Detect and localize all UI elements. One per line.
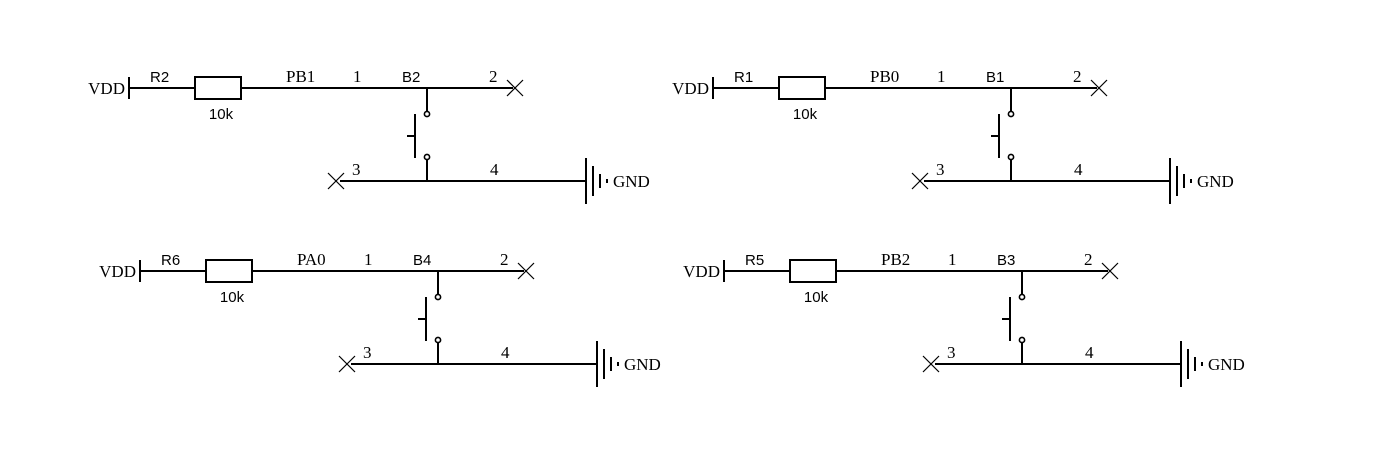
pin-3-label: 3 [352,160,361,179]
net-label: PA0 [297,250,326,269]
pin-2-label: 2 [1073,67,1082,86]
vdd-label: VDD [683,262,720,281]
no-connect-pin-2 [1090,79,1108,97]
resistor-value-label: 10k [804,289,829,306]
switch-contact-top [423,110,431,118]
net-label: PB2 [881,250,910,269]
pin-1-label: 1 [353,67,362,86]
gnd-label: GND [624,355,661,374]
no-connect-pin-3 [338,355,356,373]
resistor-body [789,259,837,283]
resistor-value-label: 10k [220,289,245,306]
no-connect-pin-2 [517,262,535,280]
vdd-label: VDD [99,262,136,281]
pin-1-label: 1 [364,250,373,269]
pin-4-label: 4 [1085,343,1094,362]
no-connect-pin-3 [327,172,345,190]
pin-2-label: 2 [500,250,509,269]
no-connect-pin-3 [911,172,929,190]
switch-contact-bottom [423,153,431,161]
switch-contact-bottom [434,336,442,344]
pin-2-label: 2 [1084,250,1093,269]
pin-1-label: 1 [948,250,957,269]
resistor-body [778,76,826,100]
switch-ref-label: B4 [413,252,431,269]
gnd-label: GND [1208,355,1245,374]
vdd-label: VDD [88,79,125,98]
switch-contact-top [1018,293,1026,301]
gnd-label: GND [1197,172,1234,191]
pin-2-label: 2 [489,67,498,86]
resistor-ref-label: R6 [161,252,180,269]
no-connect-pin-2 [1101,262,1119,280]
pin-4-label: 4 [1074,160,1083,179]
pin-1-label: 1 [937,67,946,86]
resistor-value-label: 10k [209,106,234,123]
pin-3-label: 3 [947,343,956,362]
switch-ref-label: B1 [986,69,1004,86]
vdd-label: VDD [672,79,709,98]
no-connect-pin-3 [922,355,940,373]
resistor-body [205,259,253,283]
resistor-ref-label: R2 [150,69,169,86]
resistor-value-label: 10k [793,106,818,123]
pin-4-label: 4 [501,343,510,362]
switch-contact-top [434,293,442,301]
resistor-ref-label: R1 [734,69,753,86]
gnd-label: GND [613,172,650,191]
switch-contact-bottom [1007,153,1015,161]
pin-4-label: 4 [490,160,499,179]
net-label: PB1 [286,67,315,86]
switch-contact-bottom [1018,336,1026,344]
resistor-body [194,76,242,100]
resistor-ref-label: R5 [745,252,764,269]
pin-3-label: 3 [363,343,372,362]
switch-ref-label: B2 [402,69,420,86]
net-label: PB0 [870,67,899,86]
no-connect-pin-2 [506,79,524,97]
pin-3-label: 3 [936,160,945,179]
switch-contact-top [1007,110,1015,118]
switch-ref-label: B3 [997,252,1015,269]
